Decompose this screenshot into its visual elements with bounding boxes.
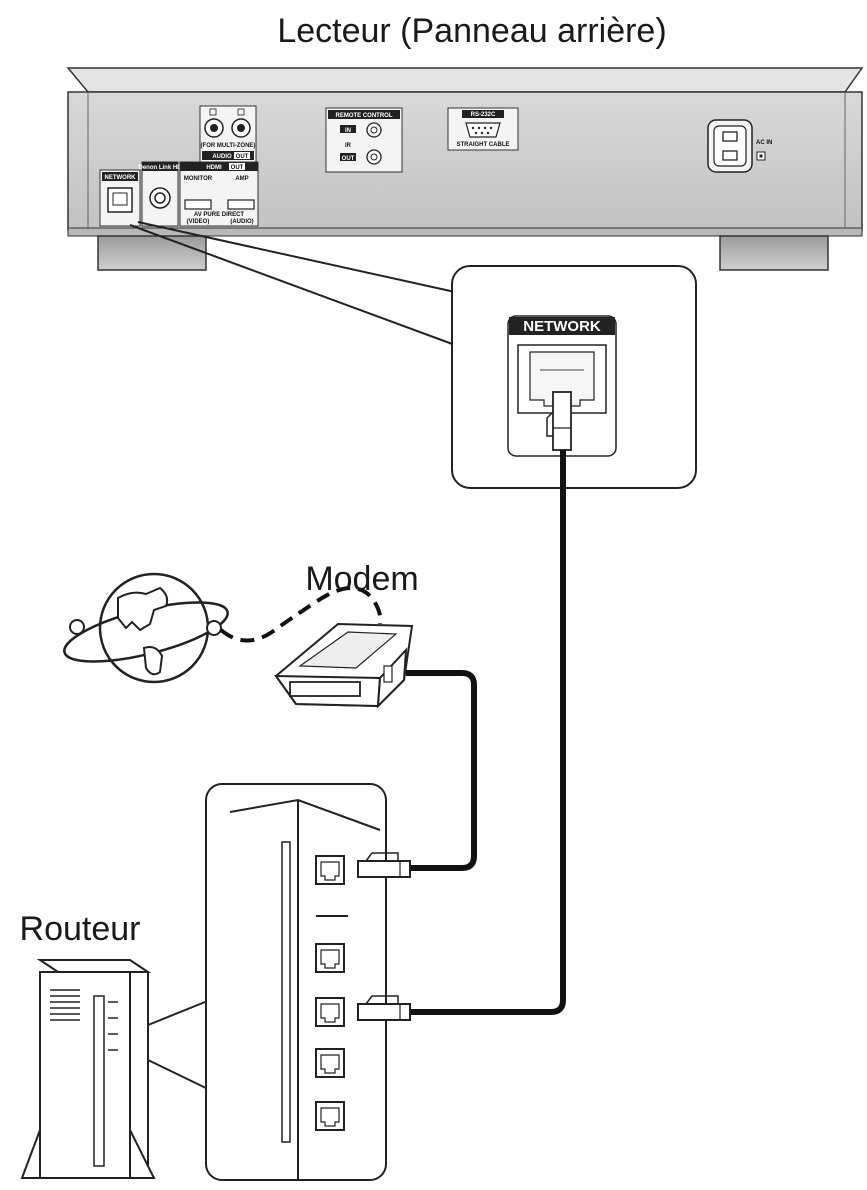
router-port-1 [315,855,345,885]
panel-amp-label: AMP [235,176,248,182]
panel-ac-in-label: AC IN [756,140,772,146]
modem-slot [289,681,361,697]
panel-audio-label: (AUDIO) [230,219,253,225]
right-foot [719,235,829,271]
ethernet-cable-player-router [410,450,566,1015]
panel-denon-link-label: Denon Link HD [139,165,183,171]
network-callout: NETWORK [451,265,697,489]
panel-rc-in: IN [345,128,351,134]
ethernet-plug-router [357,995,411,1021]
modem-device [274,622,414,709]
callout-network-label: NETWORK [523,318,601,335]
router-port-4 [315,1048,345,1078]
router-port-2 [315,943,345,973]
router-label: Routeur [20,910,141,948]
panel-hdmi-badge: OUT [231,165,244,171]
router-port-3 [315,997,345,1027]
callout-line-top [137,221,456,293]
panel-audio-out: (FOR MULTI-ZONE) AUDIO OUT [199,105,257,163]
panel-network-label: NETWORK [105,175,137,181]
ethernet-plug-player [552,391,572,451]
panel-video-label: (VIDEO) [187,219,210,225]
router-zoom-line-top [147,999,211,1026]
panel-rs232c-label: RS-232C [471,112,496,118]
diagram-title: Lecteur (Panneau arrière) [277,12,666,50]
router-zoom-line-bottom [147,1059,211,1091]
modem-label: Modem [305,560,418,598]
panel-audio-out-label: AUDIO [212,154,232,160]
panel-rc-ir: IR [345,143,352,149]
ethernet-cable-modem-router [406,670,477,871]
callout-line-bottom [129,224,456,346]
panel-audio-badge: OUT [236,154,249,160]
panel-straight-cable: STRAIGHT CABLE [457,142,510,148]
panel-av-pure-direct: AV PURE DIRECT [194,212,245,218]
panel-remote-label: REMOTE CONTROL [336,113,393,119]
router-port-5 [315,1101,345,1131]
router-device [20,959,156,1179]
panel-rc-out: OUT [342,156,355,162]
panel-remote-control: REMOTE CONTROL IN IR OUT [325,107,403,173]
panel-multizone-label: (FOR MULTI-ZONE) [201,143,256,149]
panel-network-port: NETWORK [99,169,141,227]
ethernet-plug-modem [357,852,411,878]
router-callout [205,783,411,1181]
internet-link-dashed [219,586,383,643]
panel-hdmi-label: HDMI [206,165,222,171]
globe-icon [63,572,229,684]
modem-port [383,665,393,683]
panel-hdmi: HDMI OUT MONITOR AMP AV PURE DIRECT (VID… [179,161,259,227]
player-rear-panel: NETWORK Denon Link HD HDMI OUT MONITOR A… [66,67,864,271]
panel-monitor-label: MONITOR [184,176,213,182]
panel-ac-in: AC IN [707,119,772,173]
panel-denon-link: Denon Link HD [139,161,183,227]
panel-rs232c: RS-232C STRAIGHT CABLE [447,107,519,151]
left-foot [97,235,207,271]
